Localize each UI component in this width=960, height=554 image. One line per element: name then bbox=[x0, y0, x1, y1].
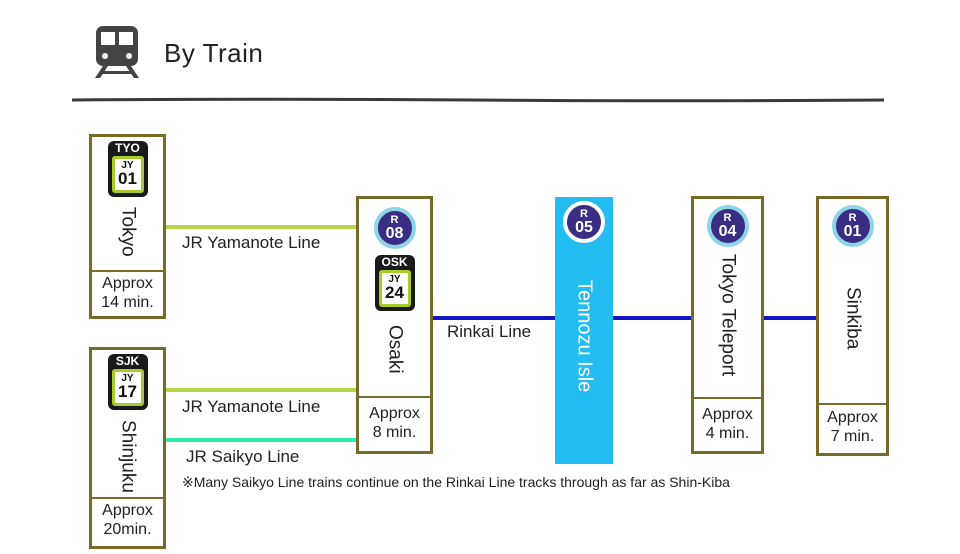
approx-time: Approx 20min. bbox=[92, 497, 163, 546]
station-number: 05 bbox=[575, 219, 593, 236]
rinkai-line-osaki-tennozu bbox=[433, 316, 555, 320]
station-code: TYO bbox=[115, 141, 140, 155]
approx-time: Approx 14 min. bbox=[92, 270, 163, 316]
saikyo-line-label: JR Saikyo Line bbox=[186, 447, 300, 466]
station-number: 01 bbox=[843, 223, 862, 240]
station-name: Tennozu Isle bbox=[573, 280, 596, 393]
station-number: 01 bbox=[118, 169, 137, 188]
station-number: 24 bbox=[385, 283, 404, 302]
rinkai-badge: R 04 bbox=[706, 205, 749, 247]
station-code: SJK bbox=[115, 354, 140, 368]
rinkai-badge: R 01 bbox=[831, 205, 874, 247]
approx-time: Approx 4 min. bbox=[694, 397, 761, 451]
rinkai-line-label: Rinkai Line bbox=[447, 322, 532, 341]
station-osaki: R 08 OSK JY 24 Osaki Approx 8 min. bbox=[356, 196, 433, 454]
station-shinjuku: SJK JY 17 Shinjuku Approx 20min. bbox=[89, 347, 166, 549]
line-symbol: JY bbox=[121, 373, 134, 384]
footnote: ※Many Saikyo Line trains continue on the… bbox=[182, 474, 730, 490]
divider bbox=[72, 97, 884, 103]
station-tokyo: TYO JY 01 Tokyo Approx 14 min. bbox=[89, 134, 166, 319]
rinkai-badge: R 05 bbox=[563, 201, 605, 243]
station-number: 08 bbox=[385, 225, 404, 242]
station-name: Osaki bbox=[384, 325, 406, 374]
line-symbol: R bbox=[848, 212, 857, 224]
yamanote-line-tokyo bbox=[166, 225, 356, 229]
line-symbol: JY bbox=[388, 274, 401, 285]
station-code: OSK bbox=[381, 255, 408, 269]
rinkai-line-teleport-sinkiba bbox=[764, 316, 816, 320]
station-number: 04 bbox=[718, 223, 737, 240]
yamanote-line-label-shinjuku: JR Yamanote Line bbox=[182, 397, 321, 416]
station-name: Tokyo bbox=[117, 207, 139, 257]
jy-badge: TYO JY 01 bbox=[107, 141, 148, 197]
rinkai-badge: R 08 bbox=[373, 207, 416, 249]
station-sinkiba: R 01 Sinkiba Approx 7 min. bbox=[816, 196, 889, 456]
line-symbol: JY bbox=[121, 160, 134, 171]
approx-time: Approx 7 min. bbox=[819, 403, 886, 453]
rinkai-line-tennozu-teleport bbox=[613, 316, 691, 320]
yamanote-line-label-tokyo: JR Yamanote Line bbox=[182, 233, 321, 252]
station-tennozu-isle: R 05 Tennozu Isle bbox=[555, 197, 613, 464]
station-number: 17 bbox=[118, 382, 137, 401]
station-name: Shinjuku bbox=[117, 420, 139, 493]
station-tokyo-teleport: R 04 Tokyo Teleport Approx 4 min. bbox=[691, 196, 764, 454]
station-name: Sinkiba bbox=[842, 287, 864, 350]
saikyo-line bbox=[166, 438, 356, 442]
jy-badge: OSK JY 24 bbox=[374, 255, 415, 311]
jy-badge: SJK JY 17 bbox=[107, 354, 148, 410]
line-symbol: R bbox=[580, 208, 588, 220]
page-title: By Train bbox=[164, 38, 264, 68]
line-symbol: R bbox=[723, 212, 732, 224]
train-icon bbox=[95, 26, 139, 78]
line-symbol: R bbox=[390, 214, 399, 226]
yamanote-line-shinjuku bbox=[166, 388, 356, 392]
station-name: Tokyo Teleport bbox=[717, 254, 739, 377]
approx-time: Approx 8 min. bbox=[359, 396, 430, 451]
